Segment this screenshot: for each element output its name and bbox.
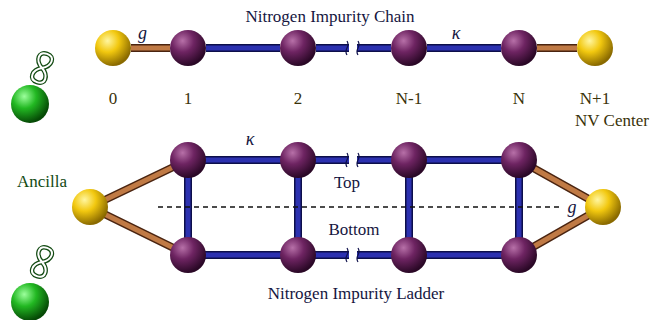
nv-center-label: NV Center (575, 111, 649, 131)
ladder-sphere (72, 142, 621, 273)
sphere (577, 30, 613, 66)
site-index: N+1 (580, 89, 610, 109)
bar-fill (537, 46, 577, 51)
sphere (391, 30, 427, 66)
coupling-label: g (568, 197, 577, 218)
bar-outline (206, 44, 280, 52)
impurity-sphere: 2 (280, 30, 316, 66)
nv-center-sphere: 0 (95, 30, 131, 66)
ancilla-sphere (11, 283, 49, 320)
figure-title: Nitrogen Impurity Chain (245, 7, 414, 27)
coupling-bar (537, 48, 577, 49)
bar-fill (131, 46, 170, 51)
bar-outline (427, 44, 501, 52)
ancilla-label: Ancilla (17, 172, 67, 192)
symmetry-line (158, 206, 560, 207)
bar-fill (206, 46, 280, 51)
coupling-kappa (188, 160, 519, 255)
impurity-sphere: 1 (170, 30, 206, 66)
site-index: 0 (109, 89, 118, 109)
sphere (501, 30, 537, 66)
impurity-sphere: N-1 (391, 30, 427, 66)
figure-title: Nitrogen Impurity Ladder (268, 284, 445, 304)
sphere (280, 30, 316, 66)
sphere (170, 30, 206, 66)
coupling-bar (427, 48, 501, 49)
coupling-label: κ (452, 23, 461, 44)
coupling-label: κ (246, 129, 255, 150)
coupling-bar (206, 48, 280, 49)
nv-center-sphere: N+1 (577, 30, 613, 66)
entanglement-link (31, 52, 54, 85)
site-index: N (513, 89, 525, 109)
entanglement-link (31, 246, 54, 279)
site-index: 2 (294, 89, 303, 109)
site-index: 1 (184, 89, 193, 109)
site-index: N-1 (396, 89, 422, 109)
sphere (95, 30, 131, 66)
break-mark (346, 41, 359, 55)
rail-label: Top (334, 173, 360, 193)
bar-outline (131, 44, 170, 52)
coupling-label: g (138, 23, 147, 44)
ancilla-sphere (11, 85, 49, 123)
bar-outline (537, 44, 577, 52)
coupling-bar (131, 48, 170, 49)
impurity-sphere: N (501, 30, 537, 66)
rail-label: Bottom (328, 220, 379, 240)
bar-fill (427, 46, 501, 51)
